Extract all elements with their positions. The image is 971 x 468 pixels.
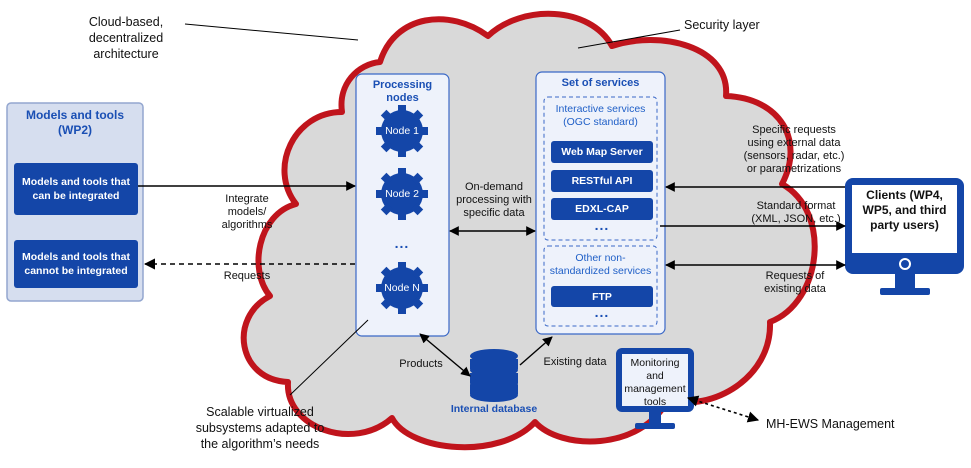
existing-data-label: Existing data xyxy=(543,356,607,368)
monitoring-monitor-icon xyxy=(616,348,694,429)
database-label: Internal database xyxy=(450,403,538,415)
other-services-group xyxy=(543,245,658,327)
clients-label: Clients (WP4, WP5, and third party users… xyxy=(862,188,947,232)
mh-ews-label: MH-EWS Management xyxy=(766,417,895,431)
leader-cloud-desc xyxy=(184,23,359,41)
other-services-title: Other non-standardized services xyxy=(549,252,652,277)
edxl-box xyxy=(551,198,653,220)
models-panel-title: Models and tools (WP2) xyxy=(25,108,124,137)
requests-label: Requests xyxy=(223,270,271,282)
leader-scalable xyxy=(289,319,369,396)
services-title: Set of services xyxy=(561,77,640,89)
node-2-gear xyxy=(376,168,428,220)
node-1-label: Node 1 xyxy=(385,125,419,137)
on-demand-label: On-demand processing with specific data xyxy=(456,181,532,219)
standard-format-label: Standard format (XML, JSON, etc.) xyxy=(751,200,841,225)
arrow-mh-ews xyxy=(686,395,760,423)
models-integrable-label: Models and tools that can be integrated xyxy=(22,176,130,202)
leader-security xyxy=(577,29,681,49)
interactive-services-group xyxy=(543,96,658,241)
monitoring-label: Monitoring and management tools xyxy=(624,357,686,408)
specific-requests-label: Specific requests using external data (s… xyxy=(743,124,845,175)
wms-label: Web Map Server xyxy=(561,146,643,158)
other-ellipsis: ... xyxy=(594,304,610,320)
restful-box xyxy=(551,170,653,192)
node-n-label: Node N xyxy=(384,282,420,294)
ftp-box xyxy=(551,286,653,307)
products-label: Products xyxy=(399,358,443,370)
models-non-integrable-box xyxy=(14,240,138,288)
arrow-existing-data xyxy=(519,336,553,366)
clients-monitor-icon xyxy=(845,178,964,295)
processing-nodes-title: Processing nodes xyxy=(372,79,433,104)
scalable-label: Scalable virtualized subsystems adapted … xyxy=(195,405,325,451)
security-layer-label: Security layer xyxy=(684,18,760,32)
edxl-label: EDXL-CAP xyxy=(575,203,629,215)
node-2-label: Node 2 xyxy=(385,188,419,200)
restful-label: RESTful API xyxy=(571,175,633,187)
nodes-ellipsis: ... xyxy=(394,235,410,251)
integrate-label: Integrate models/ algorithms xyxy=(221,193,273,231)
interactive-services-title: Interactive services (OGC standard) xyxy=(555,103,646,128)
wms-box xyxy=(551,141,653,163)
interactive-ellipsis: ... xyxy=(594,217,610,233)
ftp-label: FTP xyxy=(592,290,612,303)
models-integrable-box xyxy=(14,163,138,215)
node-1-gear xyxy=(376,105,428,157)
node-n-gear xyxy=(376,262,428,314)
models-non-integrable-label: Models and tools that cannot be integrat… xyxy=(22,251,130,277)
requests-existing-label: Requests of existing data xyxy=(764,270,826,295)
cloud-description: Cloud-based, decentralized architecture xyxy=(88,15,164,61)
database-icon xyxy=(470,349,518,402)
arrow-products xyxy=(419,333,471,377)
